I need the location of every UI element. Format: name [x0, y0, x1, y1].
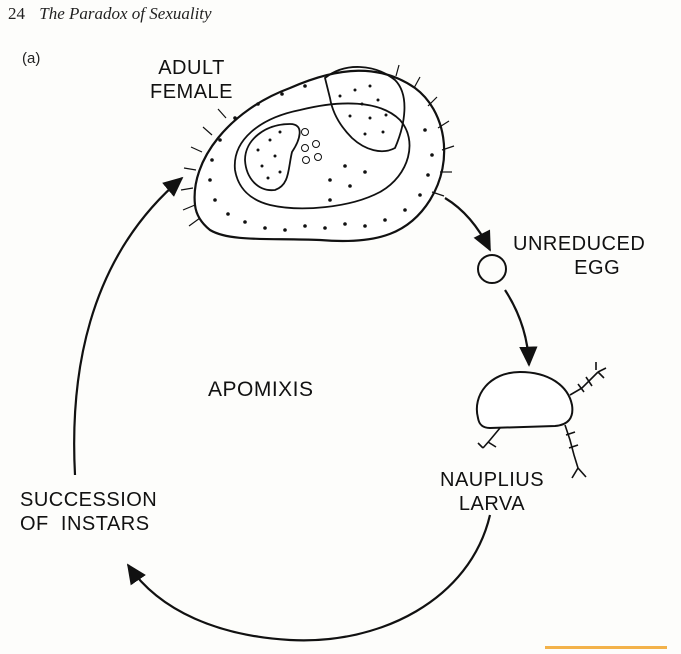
nauplius-larva-icon — [477, 362, 606, 478]
adult-female-label: ADULT FEMALE — [150, 56, 233, 104]
nauplius-larva-label: NAUPLIUS LARVA — [440, 468, 544, 516]
cycle-arc-left — [74, 178, 182, 475]
succession-of-instars-label: SUCCESSION OF INSTARS — [20, 488, 157, 536]
arrow-female-to-egg — [445, 198, 490, 250]
egg-icon — [478, 255, 506, 283]
unreduced-egg-label: UNREDUCED EGG — [513, 232, 645, 280]
arrow-egg-to-larva — [505, 290, 529, 365]
cycle-arc-bottom — [128, 515, 490, 640]
paper-edge-accent — [545, 646, 667, 649]
apomixis-center-label: APOMIXIS — [208, 378, 314, 402]
